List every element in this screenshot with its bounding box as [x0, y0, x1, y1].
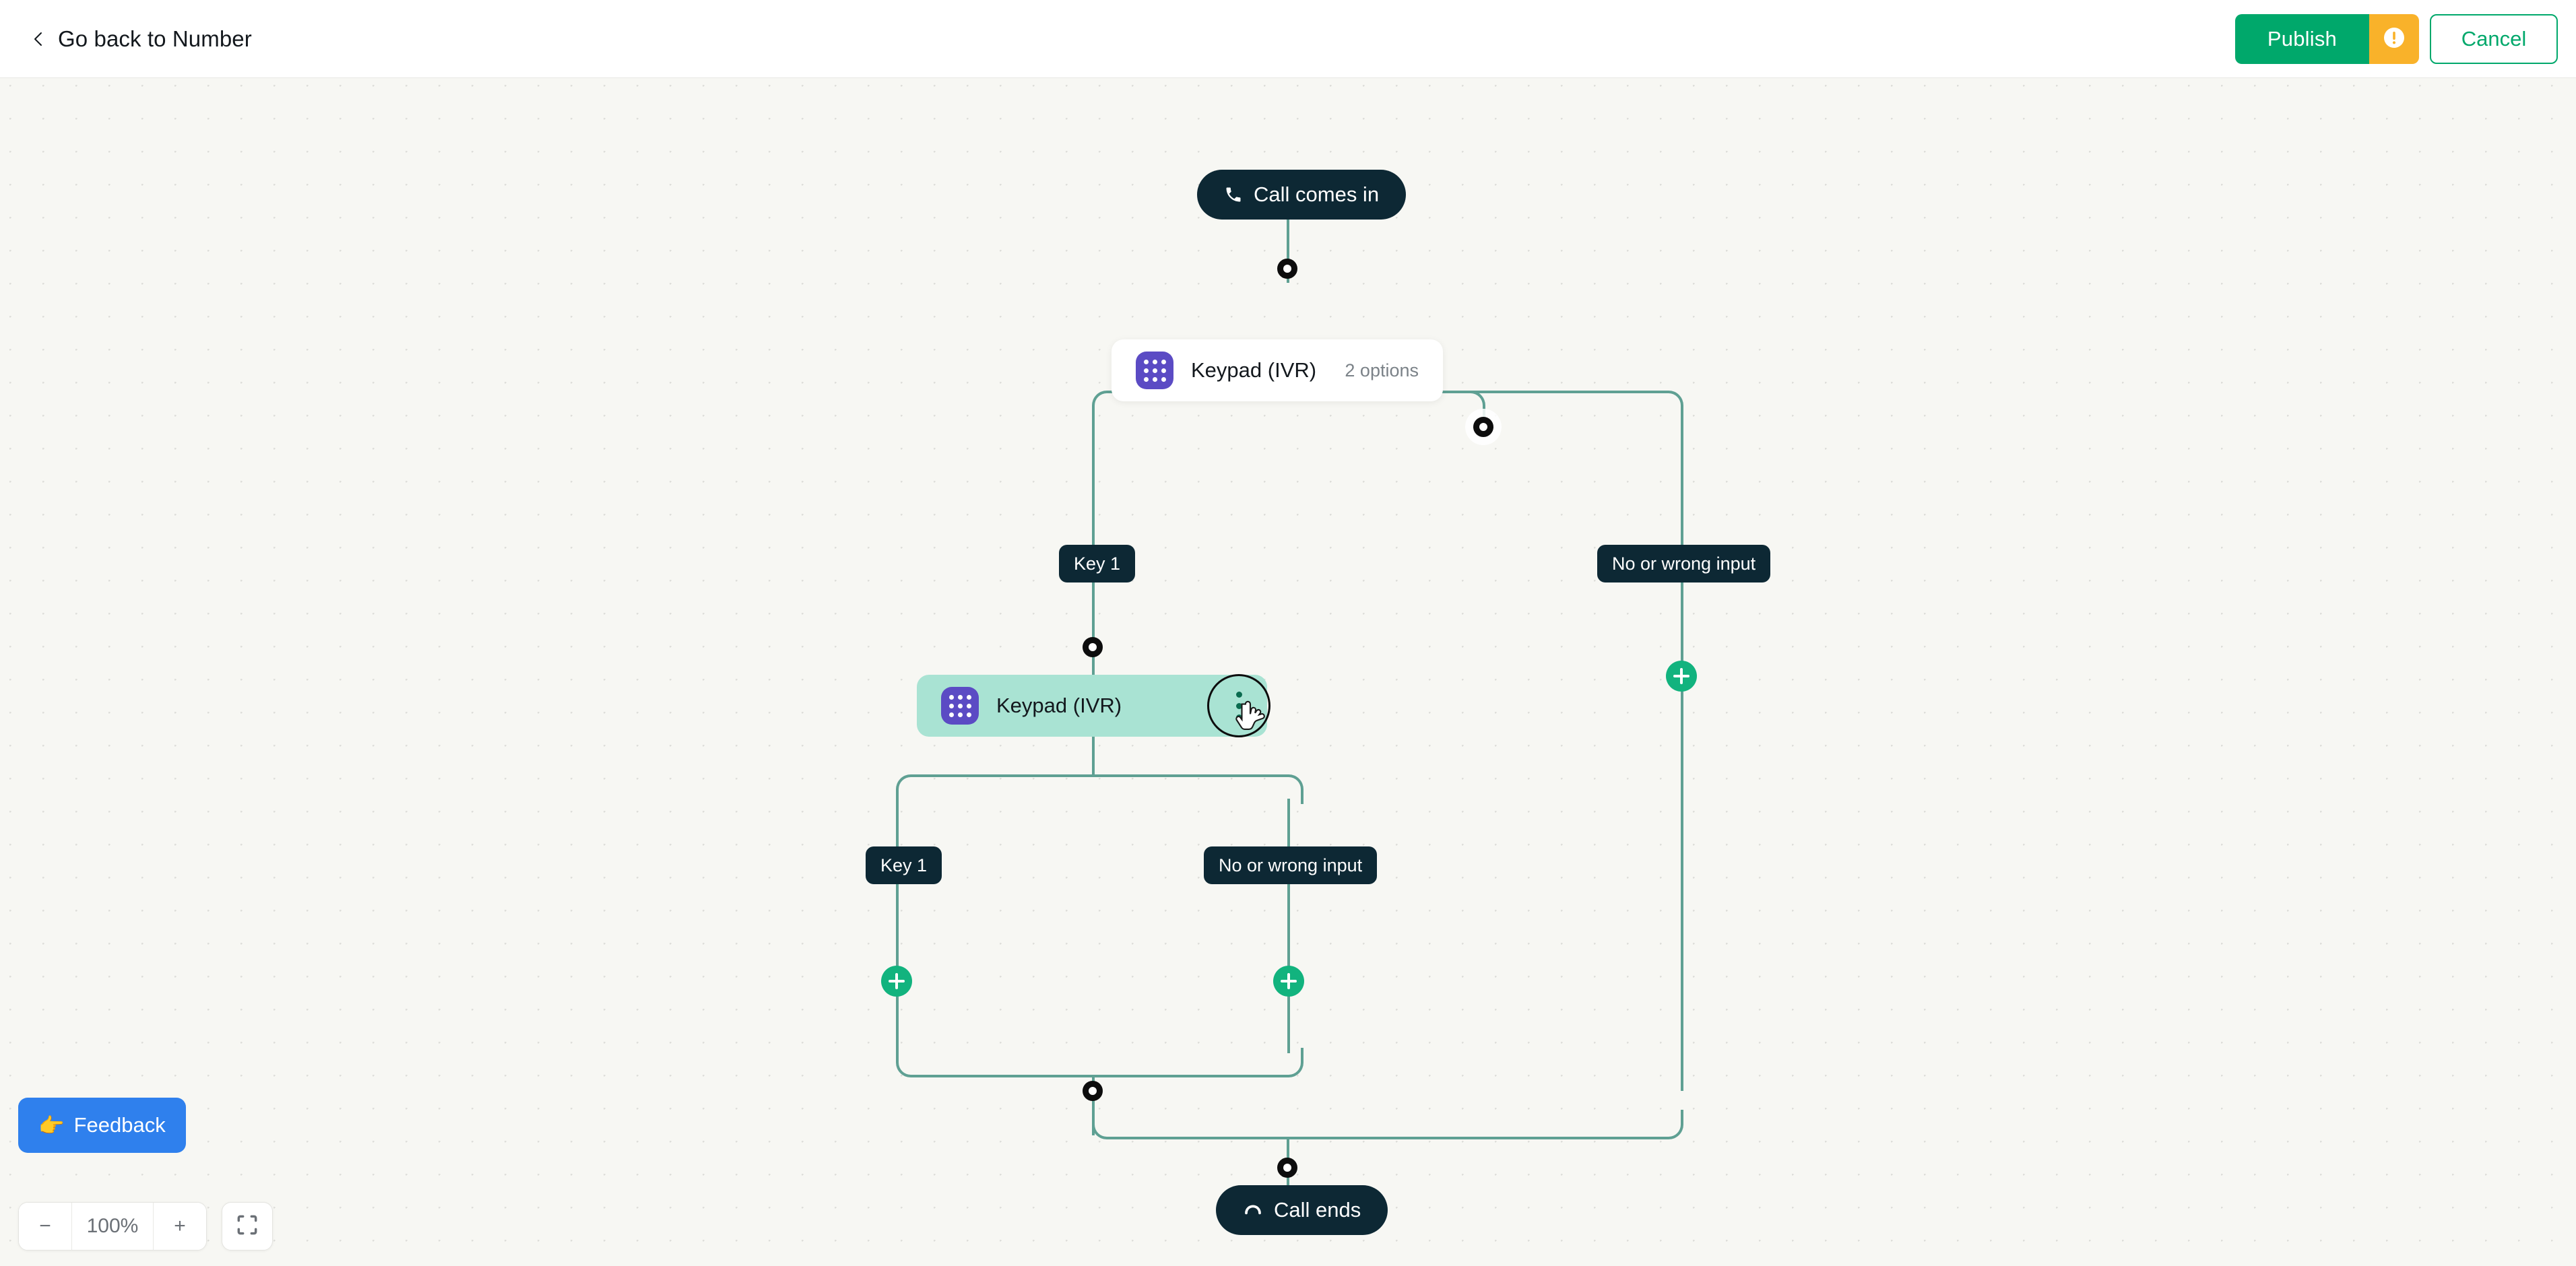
connector-root-right-vert	[1681, 415, 1683, 1091]
flow-node-handle-end[interactable]	[1277, 1158, 1297, 1178]
add-step-button-child-fallback[interactable]	[1273, 966, 1304, 997]
keypad-icon	[941, 687, 979, 725]
connector-child-right-corner	[1274, 774, 1303, 804]
connector-root-stub-corner	[1465, 391, 1485, 411]
flow-node-handle-start[interactable]	[1277, 259, 1297, 279]
branch-label-child-key1: Key 1	[866, 846, 942, 884]
flow-node-label: Call ends	[1274, 1198, 1361, 1222]
go-back-link[interactable]: Go back to Number	[31, 0, 252, 78]
connector-child-right-vert	[1287, 799, 1290, 1053]
connector-final-right-corner	[1654, 1110, 1683, 1139]
zoom-in-button[interactable]: +	[154, 1203, 206, 1250]
feedback-label: Feedback	[73, 1113, 166, 1137]
connector-child-down	[1092, 737, 1095, 777]
connector-start-to-root	[1287, 220, 1289, 283]
connector-child-bus	[911, 774, 1289, 777]
branch-label-root-fallback: No or wrong input	[1597, 545, 1771, 582]
warning-exclamation-icon	[2382, 26, 2406, 53]
feedback-button[interactable]: 👉 Feedback	[18, 1098, 186, 1153]
branch-label-child-fallback: No or wrong input	[1204, 846, 1378, 884]
publish-warning-button[interactable]	[2369, 14, 2419, 64]
branch-label-root-key1: Key 1	[1059, 545, 1136, 582]
zoom-controls: − 100% +	[18, 1202, 273, 1251]
flow-node-title: Keypad (IVR)	[1191, 358, 1317, 382]
connector-child-left-corner	[896, 774, 926, 804]
flow-node-handle-child[interactable]	[1083, 637, 1103, 657]
connector-root-left-vert	[1092, 415, 1095, 758]
zoom-stepper: − 100% +	[18, 1202, 207, 1251]
flow-node-handle-child-merge[interactable]	[1083, 1081, 1103, 1101]
phone-hangup-icon	[1243, 1200, 1263, 1220]
flow-node-title: Keypad (IVR)	[996, 694, 1122, 717]
fit-to-screen-icon	[234, 1212, 260, 1241]
flow-node-options-count: 2 options	[1345, 360, 1419, 380]
flow-node-keypad-ivr-root[interactable]: Keypad (IVR) 2 options	[1112, 339, 1443, 401]
publish-button[interactable]: Publish	[2234, 14, 2369, 64]
add-step-button-root-fallback[interactable]	[1666, 661, 1697, 692]
flow-node-label: Call comes in	[1254, 182, 1380, 206]
connector-final-left-corner	[1092, 1110, 1122, 1139]
connector-child-merge-bus	[911, 1075, 1289, 1077]
connector-child-merge-left-corner	[896, 1048, 926, 1077]
more-vertical-icon[interactable]	[1207, 674, 1270, 737]
connector-child-left-vert	[896, 799, 899, 1053]
fit-to-screen-button[interactable]	[222, 1202, 273, 1251]
connector-final-bus	[1107, 1137, 1669, 1139]
chevron-left-icon	[31, 31, 47, 47]
flow-canvas[interactable]: Call comes in Keypad (IVR) 2 options Key…	[0, 78, 2576, 1266]
add-step-button-child-key1[interactable]	[881, 966, 912, 997]
cancel-button[interactable]: Cancel	[2430, 14, 2558, 64]
flow-node-call-ends[interactable]: Call ends	[1216, 1185, 1388, 1235]
top-toolbar: Go back to Number Publish Cancel	[0, 0, 2576, 78]
flow-node-handle-root-branch[interactable]	[1473, 417, 1493, 437]
phone-icon	[1224, 185, 1243, 204]
connector-child-merge-right-corner	[1274, 1048, 1303, 1077]
flow-node-call-comes-in[interactable]: Call comes in	[1197, 170, 1407, 220]
connector-root-right-corner	[1654, 391, 1683, 420]
zoom-out-button[interactable]: −	[19, 1203, 71, 1250]
publish-button-group: Publish	[2234, 14, 2419, 64]
pointing-hand-emoji: 👉	[38, 1113, 65, 1137]
zoom-level-value: 100%	[71, 1203, 154, 1250]
keypad-icon	[1136, 352, 1173, 389]
connector-root-left-corner	[1092, 391, 1122, 420]
go-back-label: Go back to Number	[58, 26, 252, 51]
